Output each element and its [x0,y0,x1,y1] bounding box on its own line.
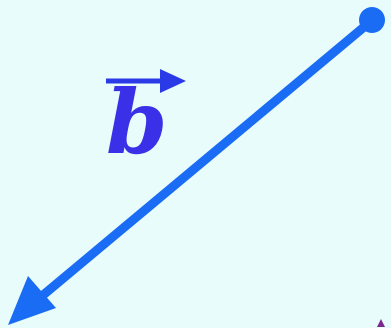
vector-b-line [37,17,375,301]
vector-b-tail-point [359,7,385,33]
vector-label: b [106,70,168,174]
vector-b-arrowhead [8,276,56,325]
label-arrow-head [160,69,186,93]
edge-fragment-mark [377,319,385,327]
